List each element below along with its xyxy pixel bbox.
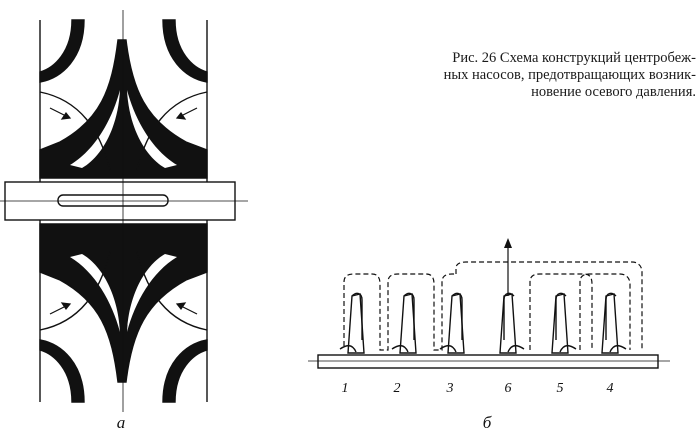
casing-top-left [39, 19, 85, 83]
impeller-stage-4 [601, 292, 627, 354]
shaft-keyway [57, 194, 169, 207]
flow-path [343, 261, 643, 351]
impeller-stage-2 [391, 292, 417, 354]
casing-bottom-left [39, 339, 85, 403]
figure-b-multistage-pump [308, 238, 670, 369]
stage-label: 2 [394, 381, 401, 396]
casing-bottom-right [162, 339, 208, 403]
stage-label: 5 [557, 381, 564, 396]
caption-line: ных насосов, предотвращающих возник- [443, 67, 696, 83]
stage-label: 6 [505, 381, 512, 396]
caption-line: новение осевого давления. [531, 84, 696, 100]
stage-labels: 1 2 3 6 5 4 [342, 381, 614, 396]
impeller-top-disc [39, 39, 208, 179]
caption-line: Рис. 26 Схема конструкций центробеж- [452, 50, 696, 66]
figure-caption: Рис. 26 Схема конструкций центробеж- ных… [318, 50, 696, 101]
stage-label: 4 [607, 381, 614, 396]
impeller-stage-5 [551, 292, 577, 354]
casing-top-right [162, 19, 208, 83]
stage-label: 1 [342, 381, 349, 396]
figure-a-double-suction-impeller [0, 10, 248, 412]
multistage-shaft [317, 354, 659, 369]
impeller-stage-6 [499, 292, 525, 354]
flow-arrows [49, 107, 198, 315]
stage-label: 3 [446, 381, 454, 396]
impeller-stage-1 [339, 292, 365, 354]
figure-a-label: а [117, 413, 126, 432]
impeller-stage-3 [439, 292, 465, 354]
figure-b-label: б [483, 413, 492, 432]
